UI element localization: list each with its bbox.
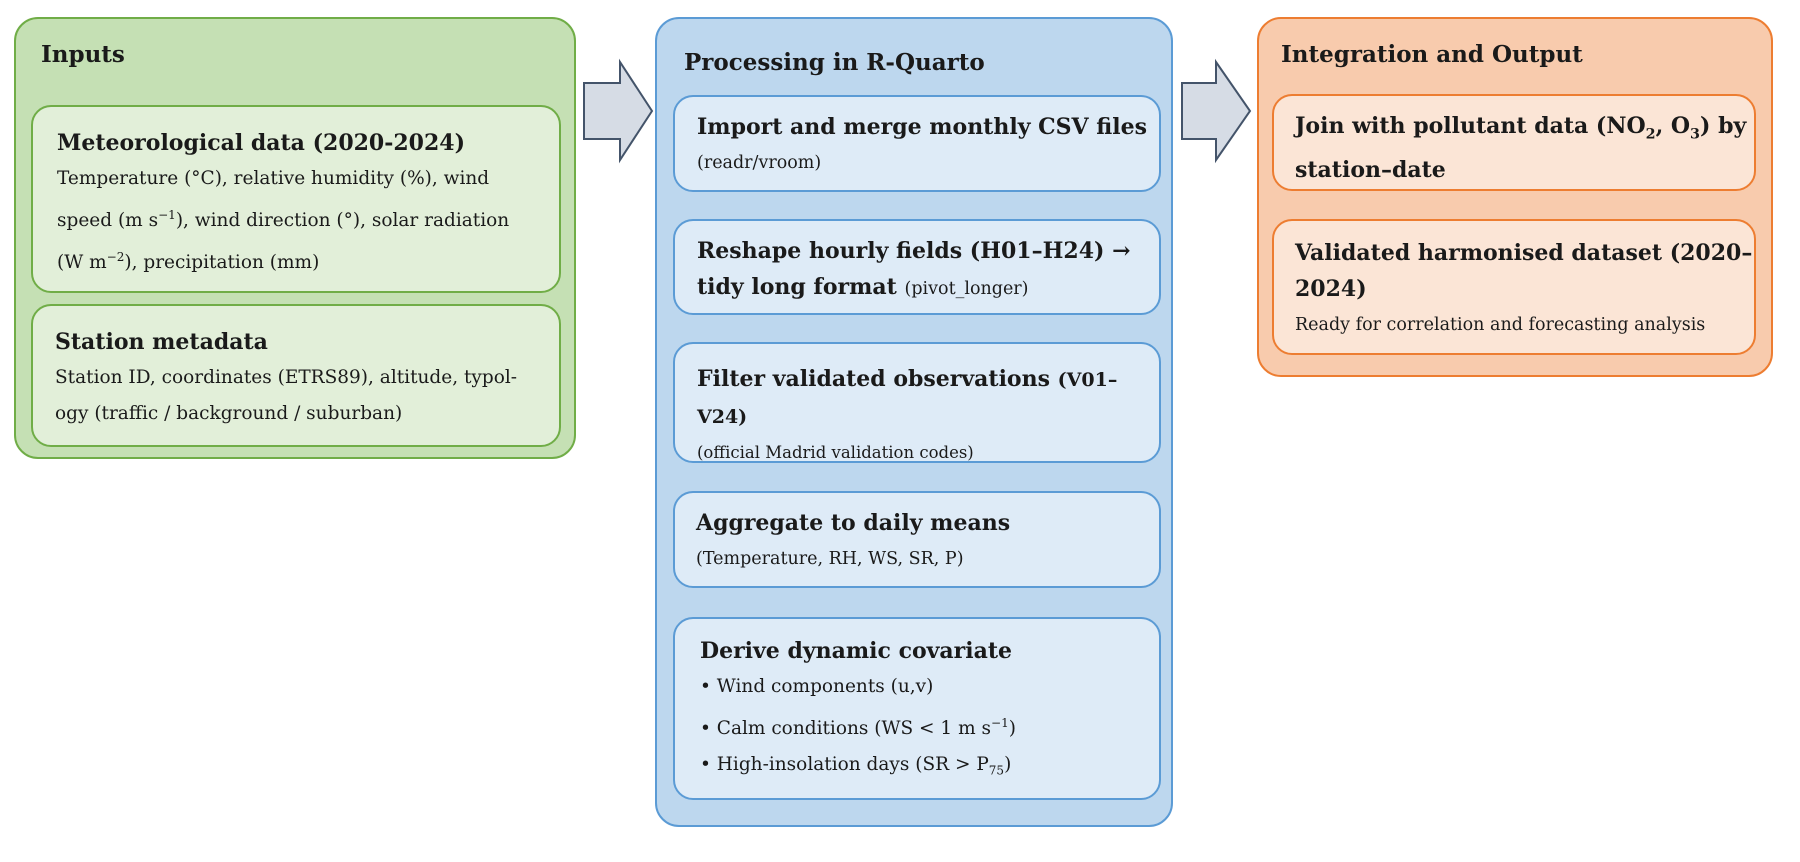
output-panel: Integration and Output Join with polluta…	[1257, 17, 1773, 377]
step-reshape-title-line2: tidy long format (pivot_longer)	[697, 274, 1029, 300]
step-import-title: Import and merge monthly CSV files	[697, 114, 1148, 140]
inputs-title: Inputs	[41, 41, 125, 68]
step-derive-title: Derive dynamic covariate	[700, 638, 1013, 664]
step-reshape-box: Reshape hourly fields (H01–H24) → tidy l…	[673, 219, 1161, 315]
derive-bullet-wind: • Wind components (u,v)	[700, 676, 934, 697]
step-reshape-title-line1: Reshape hourly fields (H01–H24) →	[697, 238, 1131, 264]
processing-title: Processing in R-Quarto	[684, 49, 985, 76]
join-title-line2: station–date	[1295, 157, 1446, 184]
inputs-panel: Inputs Meteorological data (2020-2024) T…	[14, 17, 576, 459]
final-dataset-box: Validated harmonised dataset (2020– 2024…	[1272, 219, 1756, 355]
meteorological-data-line3: (W m−2), precipitation (mm)	[57, 250, 320, 274]
station-metadata-line2: ogy (traffic / background / suburban)	[55, 403, 403, 424]
meteorological-data-line2: speed (m s−1), wind direction (°), solar…	[57, 208, 510, 232]
step-aggregate-box: Aggregate to daily means (Temperature, R…	[673, 491, 1161, 588]
join-box: Join with pollutant data (NO2, O3) by st…	[1272, 94, 1756, 191]
station-metadata-title: Station metadata	[55, 329, 268, 355]
meteorological-data-box: Meteorological data (2020-2024) Temperat…	[31, 105, 561, 293]
station-metadata-line1: Station ID, coordinates (ETRS89), altitu…	[55, 367, 518, 388]
step-filter-note: (official Madrid validation codes)	[697, 443, 974, 462]
step-import-box: Import and merge monthly CSV files (read…	[673, 95, 1161, 192]
derive-bullet-calm: • Calm conditions (WS < 1 m s−1)	[700, 716, 1016, 740]
meteorological-data-title: Meteorological data (2020-2024)	[57, 130, 466, 156]
step-aggregate-title: Aggregate to daily means	[696, 510, 1011, 536]
step-filter-title: Filter validated observations (V01–V24)	[697, 366, 1118, 428]
big-arrow-processing-to-output	[1181, 58, 1252, 164]
final-dataset-note: Ready for correlation and forecasting an…	[1295, 315, 1706, 335]
step-derive-box: Derive dynamic covariate • Wind componen…	[673, 617, 1161, 800]
processing-panel: Processing in R-Quarto Import and merge …	[655, 17, 1173, 827]
derive-bullet-insolation: • High-insolation days (SR > P75)	[700, 754, 1012, 778]
step-filter-box: Filter validated observations (V01–V24) …	[673, 342, 1161, 463]
big-arrow-inputs-to-processing	[583, 58, 654, 164]
final-dataset-title-line1: Validated harmonised dataset (2020–	[1295, 240, 1753, 266]
step-import-note: (readr/vroom)	[697, 153, 822, 173]
derive-bullets: • Wind components (u,v) • Calm condition…	[700, 669, 1159, 789]
final-dataset-title-line2: 2024)	[1295, 276, 1367, 302]
join-title-line1: Join with pollutant data (NO2, O3) by	[1295, 113, 1747, 143]
station-metadata-box: Station metadata Station ID, coordinates…	[31, 304, 561, 447]
meteorological-data-line1: Temperature (°C), relative humidity (%),…	[57, 168, 490, 189]
step-aggregate-note: (Temperature, RH, WS, SR, P)	[696, 549, 964, 569]
output-title: Integration and Output	[1281, 41, 1583, 68]
